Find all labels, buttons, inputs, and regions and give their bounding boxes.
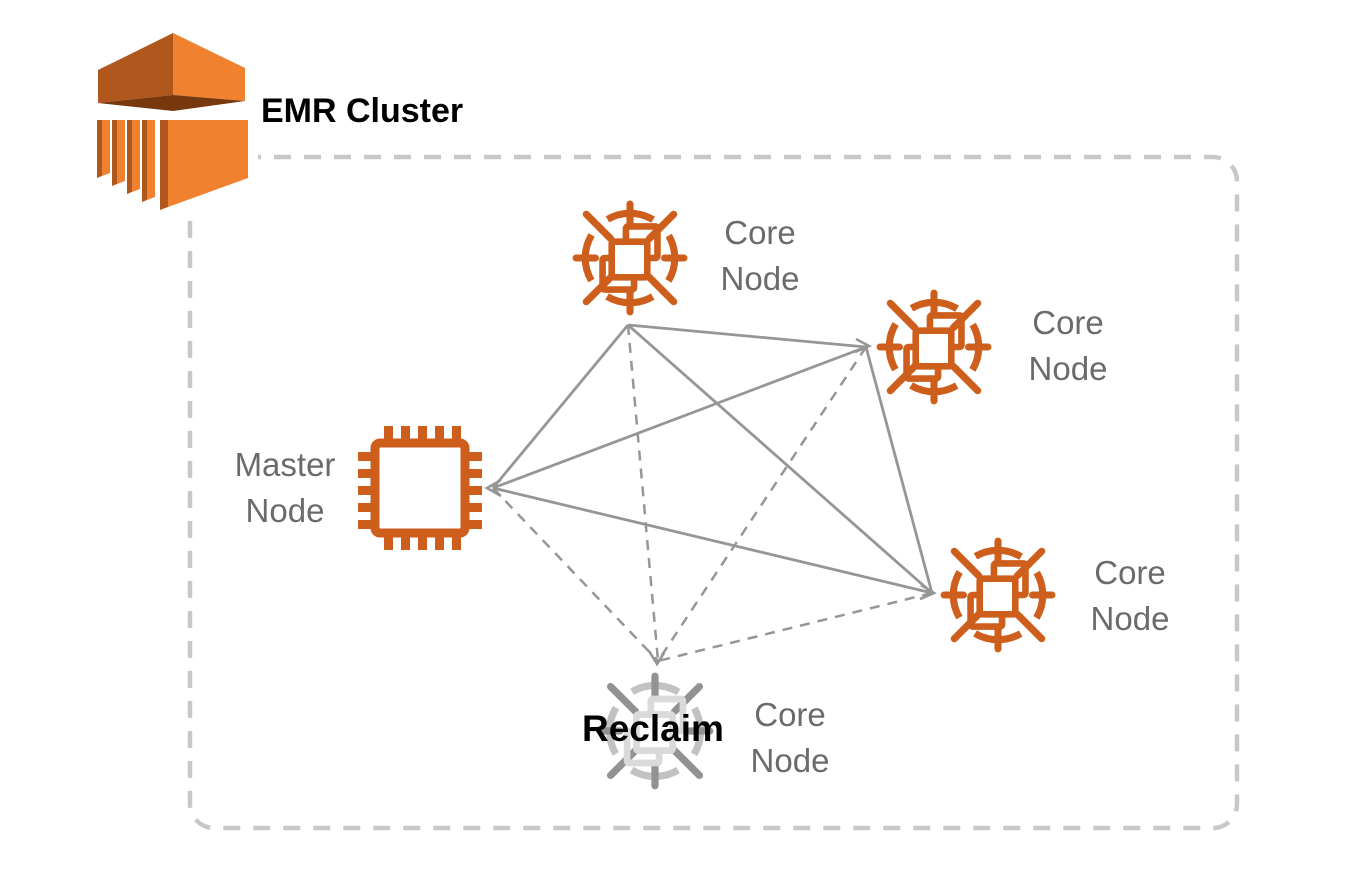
- core-node-right-lower-icon: [937, 534, 1059, 656]
- emr-service-icon: [90, 25, 250, 215]
- cluster-boundary: [187, 154, 1240, 831]
- core-node-top-label: Core Node: [720, 214, 800, 297]
- core-node-right-upper-icon: [873, 286, 995, 408]
- solid-edge-core-top--core-right-lower: [627, 323, 933, 595]
- edge-lines: [491, 323, 934, 663]
- dashed-edge-core-right-upper--core-bottom: [656, 346, 868, 662]
- core-node-right-upper-label: Core Node: [1028, 304, 1108, 387]
- master-node-chip-icon: [355, 423, 485, 553]
- core-node-top-icon: [569, 197, 691, 319]
- master-node-label: Master Node: [234, 446, 336, 529]
- diagram-title: EMR Cluster: [261, 92, 464, 130]
- dashed-edge-master--core-bottom: [492, 487, 659, 662]
- dashed-edge-core-right-lower--core-bottom: [657, 591, 933, 663]
- solid-edge-core-top--core-right-upper: [627, 323, 867, 349]
- reclaim-badge: Reclaim: [582, 708, 724, 749]
- dashed-edge-core-top--core-bottom: [626, 324, 660, 662]
- solid-edge-master--core-top: [491, 324, 630, 489]
- solid-edge-master--core-right-upper: [492, 345, 867, 490]
- solid-edge-core-right-upper--core-right-lower: [864, 346, 934, 594]
- arrowhead-to-reclaimed-node: [647, 650, 666, 667]
- core-node-reclaimed-label: Core Node: [750, 696, 830, 779]
- core-node-right-lower-label: Core Node: [1090, 554, 1170, 637]
- solid-edge-master--core-right-lower: [492, 486, 933, 595]
- arrowhead-to-master: [484, 478, 502, 498]
- arrowhead-to-core-right-upper: [854, 337, 872, 354]
- arrowhead-to-core-right-lower: [919, 583, 937, 601]
